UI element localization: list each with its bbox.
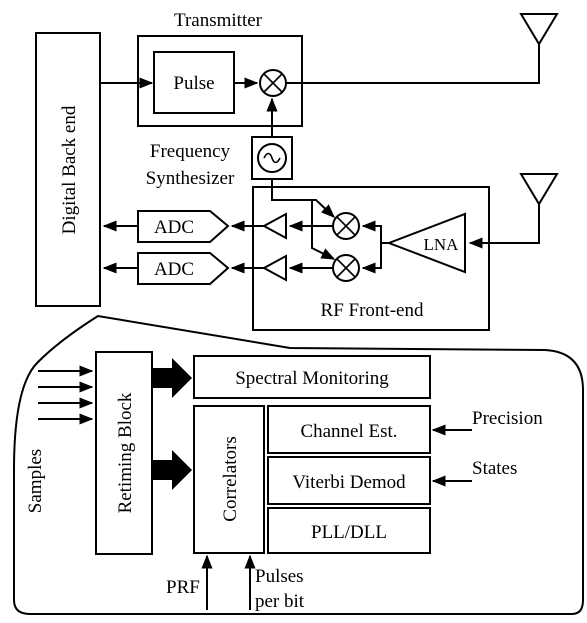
correlators-label: Correlators	[220, 436, 241, 521]
rx-mixer-top-icon	[332, 212, 360, 240]
pll-dll-block	[267, 507, 431, 554]
pulse-block	[153, 51, 235, 114]
spectral-monitoring-block	[193, 355, 431, 399]
states-label: States	[472, 458, 517, 479]
tx-output-line	[286, 38, 540, 84]
channel-est-label: Channel Est.	[300, 421, 397, 442]
lna-amplifier-icon	[386, 212, 466, 274]
lna-to-mixer-top	[361, 220, 389, 244]
samples-label: Samples	[25, 449, 46, 513]
adc-bottom-block	[137, 252, 230, 285]
oscillator-icon	[257, 143, 287, 173]
prf-label: PRF	[166, 577, 200, 598]
thick-arrow-to-correlators-icon	[152, 450, 192, 490]
rx-mixer-bottom-icon	[332, 254, 360, 282]
per-bit-label: per bit	[255, 591, 305, 612]
viterbi-demod-label: Viterbi Demod	[292, 472, 406, 493]
adc-top-label: ADC	[154, 217, 194, 238]
channel-est-block	[267, 405, 431, 454]
retiming-block	[95, 351, 153, 555]
adc-top-block	[137, 210, 230, 243]
retiming-block-label: Retiming Block	[115, 392, 136, 513]
tx-mixer-icon	[259, 69, 287, 97]
pll-dll-label: PLL/DLL	[311, 522, 387, 543]
adc-bottom-label: ADC	[154, 259, 194, 280]
rx-antenna-icon	[519, 173, 559, 206]
synth-to-rx-mixer-bottom	[311, 200, 336, 260]
tx-antenna-icon	[519, 13, 559, 46]
lna-label: LNA	[424, 235, 460, 254]
correlators-block	[193, 405, 265, 554]
rx-antenna-line	[468, 204, 540, 249]
lna-to-mixer-bottom	[361, 243, 382, 274]
baseband-amp-top-icon	[261, 212, 287, 240]
baseband-amp-bottom-icon	[261, 254, 287, 282]
digital-back-end-label: Digital Back end	[59, 105, 80, 234]
synth-to-rx-mixer-top	[271, 179, 336, 218]
frequency-label: Frequency	[150, 141, 231, 162]
precision-label: Precision	[472, 408, 543, 429]
pulse-label: Pulse	[173, 73, 214, 94]
rf-front-end-label: RF Front-end	[321, 300, 424, 321]
digital-back-end-block	[35, 32, 101, 307]
transmitter-label: Transmitter	[174, 10, 263, 31]
viterbi-demod-block	[267, 456, 431, 505]
zoom-callout-bubble	[13, 314, 584, 615]
spectral-monitoring-label: Spectral Monitoring	[235, 368, 389, 389]
pulses-label: Pulses	[255, 566, 304, 587]
synthesizer-label: Synthesizer	[146, 168, 235, 189]
thick-arrow-to-spectral-icon	[152, 358, 192, 398]
